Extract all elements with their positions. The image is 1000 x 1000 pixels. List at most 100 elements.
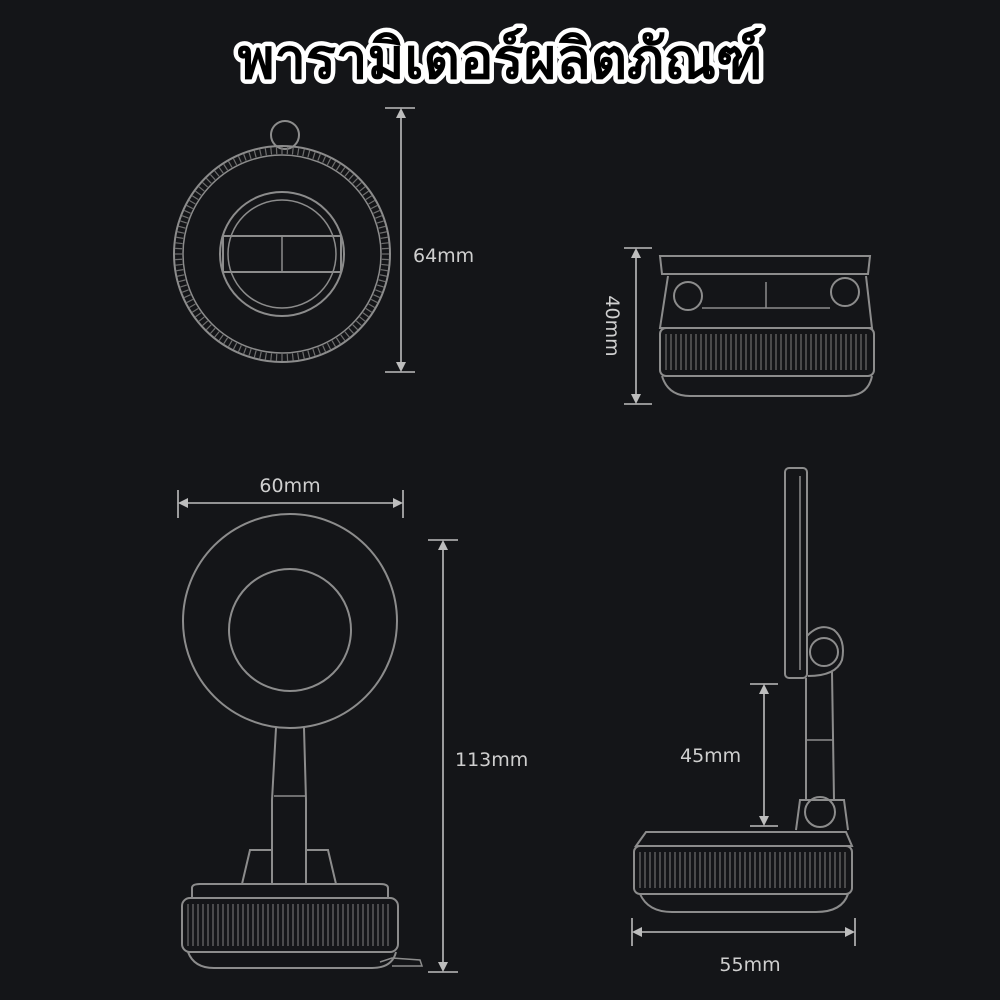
knurl-tick (352, 324, 359, 331)
knurl-tick (335, 163, 341, 171)
center-disc (219, 191, 345, 317)
knurl-tick (307, 150, 311, 158)
dim-label-60mm: 60mm (259, 475, 320, 497)
base-ring (659, 327, 875, 377)
knurl-tick (348, 327, 355, 334)
side-tall-view (633, 467, 854, 913)
front-knurl (187, 904, 389, 946)
knurl-tick (243, 153, 247, 161)
knurl-tick (191, 195, 199, 201)
knurl-tick (270, 353, 273, 361)
knurl-tick (195, 190, 202, 196)
knurl-tick (317, 347, 321, 355)
knurl-tick (264, 352, 267, 360)
knurl-tick (379, 274, 387, 277)
knurl-tick (177, 274, 185, 277)
page-title: พารามิเตอร์ผลิตภัณฑ์ (238, 27, 763, 92)
knurl-tick (312, 152, 316, 160)
knurl-tick (176, 236, 184, 239)
knurl-tick (379, 231, 387, 234)
knurl-tick (186, 298, 194, 304)
knurl-tick (259, 351, 262, 359)
knurl-tick (373, 294, 380, 299)
knurl-tick (189, 199, 196, 205)
knurl-tick (232, 342, 238, 350)
knurl-tick (322, 156, 327, 163)
knurl-tick (370, 298, 378, 304)
knurl-tick (291, 353, 294, 361)
upper-knob (809, 637, 839, 667)
knurl-tick (175, 263, 183, 266)
dim-label-55mm: 55mm (719, 954, 780, 976)
knurl-tick (248, 152, 252, 160)
knurl-tick (248, 348, 252, 356)
knurl-tick (243, 347, 247, 355)
lower-knob (804, 796, 836, 828)
knurl-tick (359, 316, 366, 322)
base-ring (181, 897, 399, 953)
side-knurl (639, 852, 846, 888)
knurl-tick (378, 225, 386, 229)
knurl-tick (214, 170, 220, 177)
knurl-tick (375, 215, 383, 219)
knurl-tick (291, 147, 294, 155)
knurl-tick (302, 149, 305, 157)
knurl-tick (180, 220, 188, 224)
knurl-ring (175, 147, 389, 361)
dim-label-64mm: 64mm (413, 245, 474, 267)
right-knob (830, 277, 860, 307)
knurl-tick (181, 289, 189, 293)
release-tab (379, 957, 424, 967)
dim-113mm: 113mm (428, 539, 528, 973)
knurl-tick (326, 342, 332, 350)
magnet-center (228, 568, 352, 692)
hinge-left (241, 849, 273, 885)
knurl-tick (365, 307, 373, 313)
knurl-tick (322, 345, 327, 352)
knurl-tick (175, 242, 183, 245)
knurl-tick (180, 284, 188, 288)
knurl-tick (378, 279, 386, 283)
suction-cup (661, 375, 873, 397)
knurl-tick (253, 150, 257, 158)
knurl-tick (218, 334, 224, 341)
knurl-tick (376, 220, 384, 224)
knurl-tick (344, 170, 350, 177)
dim-55mm: 55mm (631, 918, 856, 976)
knurl-tick (191, 307, 199, 313)
base-ring (633, 845, 853, 895)
phone-plate (784, 467, 808, 679)
upper-joint (806, 626, 844, 677)
knurl-tick (195, 312, 202, 318)
knurl-tick (223, 163, 229, 171)
knurl-tick (178, 279, 186, 283)
knurl-tick (223, 337, 229, 345)
arm-right (831, 671, 835, 801)
knurl-tick (340, 167, 346, 174)
knurl-tick (184, 294, 191, 299)
center-disc-inner (227, 199, 337, 309)
knurl-tick (359, 186, 366, 192)
dim-label-45mm: 45mm (680, 745, 741, 767)
knurl-tick (270, 147, 273, 155)
knurl-tick (340, 334, 346, 341)
magnet-disc (182, 513, 398, 729)
knurl-tick (259, 149, 262, 157)
knurl-tick (202, 181, 209, 188)
knurl-tick (202, 320, 209, 327)
knurl-tick (344, 331, 350, 338)
knurl-tick (380, 269, 388, 272)
knurl-tick (331, 161, 337, 168)
base-top (191, 883, 389, 899)
knurl-tick (380, 236, 388, 239)
dim-45mm: 45mm (680, 683, 778, 827)
knurl-tick (189, 303, 196, 309)
knurl-tick (355, 320, 362, 327)
knurl-tick (232, 158, 238, 166)
lower-joint (795, 799, 849, 831)
knurl-tick (297, 148, 300, 156)
knurl-tick (368, 199, 375, 205)
knurl-tick (176, 269, 184, 272)
knurl-tick (209, 174, 216, 181)
base-top (634, 831, 854, 847)
